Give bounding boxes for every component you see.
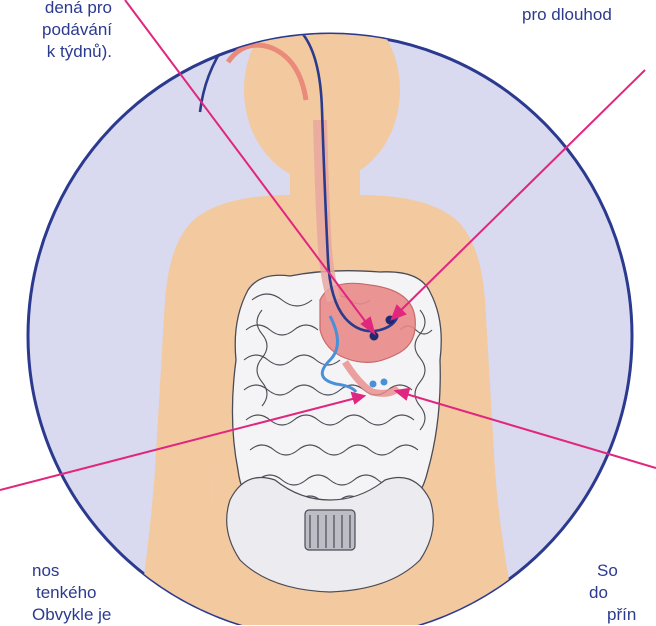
tube-tip-intestine-b xyxy=(381,379,388,386)
callout-top-right: pro dlouhod xyxy=(522,4,612,26)
callout-top-right-line-1: pro dlouhod xyxy=(522,4,612,26)
tube-tip-intestine-a xyxy=(370,381,377,388)
callout-top-left-line-3: k týdnů). xyxy=(0,41,112,63)
callout-bottom-right-line-2: do xyxy=(585,582,636,604)
callout-top-left-line-2: podávání xyxy=(0,19,112,41)
callout-bottom-left-line-2: tenkého xyxy=(0,582,111,604)
callout-bottom-right-line-1: So xyxy=(585,560,636,582)
callout-bottom-left: nos tenkého Obvykle je xyxy=(0,560,111,626)
callout-bottom-right: So do přín xyxy=(585,560,636,626)
callout-top-left: dená pro podávání k týdnů). xyxy=(0,0,112,63)
callout-bottom-left-line-3: Obvykle je xyxy=(0,604,111,626)
callout-bottom-right-line-3: přín xyxy=(585,604,636,626)
callout-top-left-line-1: dená pro xyxy=(0,0,112,19)
callout-bottom-left-line-1: nos xyxy=(0,560,111,582)
